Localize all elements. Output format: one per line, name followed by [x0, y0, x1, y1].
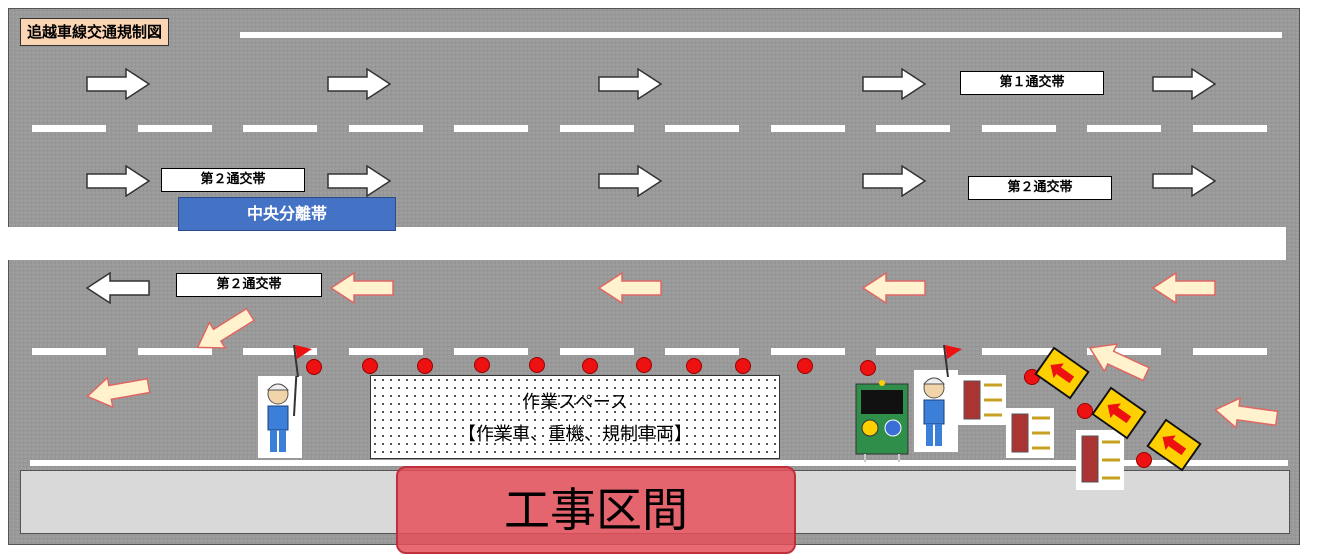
traffic-cone-icon: [529, 357, 545, 373]
guide-diagonal-arrow-icon: [196, 307, 256, 349]
lane-label-opposite-second: 第２通交帯: [176, 273, 322, 297]
traffic-cone-icon: [797, 358, 813, 374]
guide-left-arrow-icon: [1152, 272, 1216, 304]
lane-edge-line-bottom: [30, 460, 1288, 466]
work-space-title: 作業スペース: [522, 392, 628, 413]
guide-left-arrow-icon: [1213, 396, 1279, 430]
barrier-icon: [1076, 430, 1124, 490]
right-arrow-icon: [1152, 68, 1216, 100]
traffic-cone-icon: [362, 358, 378, 374]
road-surface: [8, 8, 1300, 545]
right-arrow-icon: [862, 68, 926, 100]
right-arrow-icon: [862, 165, 926, 197]
arrow-light-sign-icon: [1146, 418, 1202, 472]
red-flag-icon: [943, 344, 962, 377]
lane-label-second-left: 第２通交帯: [161, 168, 305, 192]
guide-left-arrow-icon: [86, 376, 151, 409]
right-arrow-icon: [327, 165, 391, 197]
right-arrow-icon: [598, 165, 662, 197]
arrow-board-sign-icon: [855, 380, 909, 462]
guide-left-arrow-icon: [598, 272, 662, 304]
guide-diagonal-arrow-icon: [1088, 343, 1151, 382]
lane-label-first: 第１通交帯: [960, 71, 1104, 95]
traffic-cone-icon: [636, 357, 652, 373]
barrier-icon: [1006, 408, 1054, 458]
work-space-area: 作業スペース 【作業車、重機、規制車両】: [370, 375, 780, 459]
traffic-cone-icon: [1136, 452, 1152, 468]
construction-section-label: 工事区間: [396, 466, 796, 554]
right-arrow-icon: [598, 68, 662, 100]
arrow-light-sign-icon: [1034, 346, 1090, 400]
traffic-cone-icon: [474, 357, 490, 373]
guide-left-arrow-icon: [330, 272, 394, 304]
traffic-cone-icon: [1077, 403, 1093, 419]
arrow-light-sign-icon: [1091, 386, 1147, 440]
barrier-icon: [958, 375, 1006, 425]
right-arrow-icon: [1152, 165, 1216, 197]
flagman-icon: [914, 370, 958, 452]
left-arrow-icon: [86, 272, 150, 304]
traffic-cone-icon: [306, 359, 322, 375]
red-flag-icon: [293, 344, 312, 377]
traffic-cone-icon: [735, 358, 751, 374]
work-space-subtitle: 【作業車、重機、規制車両】: [458, 424, 692, 445]
guide-left-arrow-icon: [862, 272, 926, 304]
traffic-cone-icon: [582, 358, 598, 374]
flagman-icon: [258, 376, 302, 458]
lane-edge-line: [240, 32, 1282, 38]
median-label: 中央分離帯: [178, 197, 396, 231]
lane-label-second-right: 第２通交帯: [968, 176, 1112, 200]
traffic-cone-icon: [417, 358, 433, 374]
right-arrow-icon: [86, 68, 150, 100]
right-arrow-icon: [86, 165, 150, 197]
right-arrow-icon: [327, 68, 391, 100]
median-strip: [8, 227, 1286, 260]
traffic-cone-icon: [686, 358, 702, 374]
traffic-cone-icon: [860, 360, 876, 376]
diagram-title: 追越車線交通規制図: [20, 18, 170, 46]
